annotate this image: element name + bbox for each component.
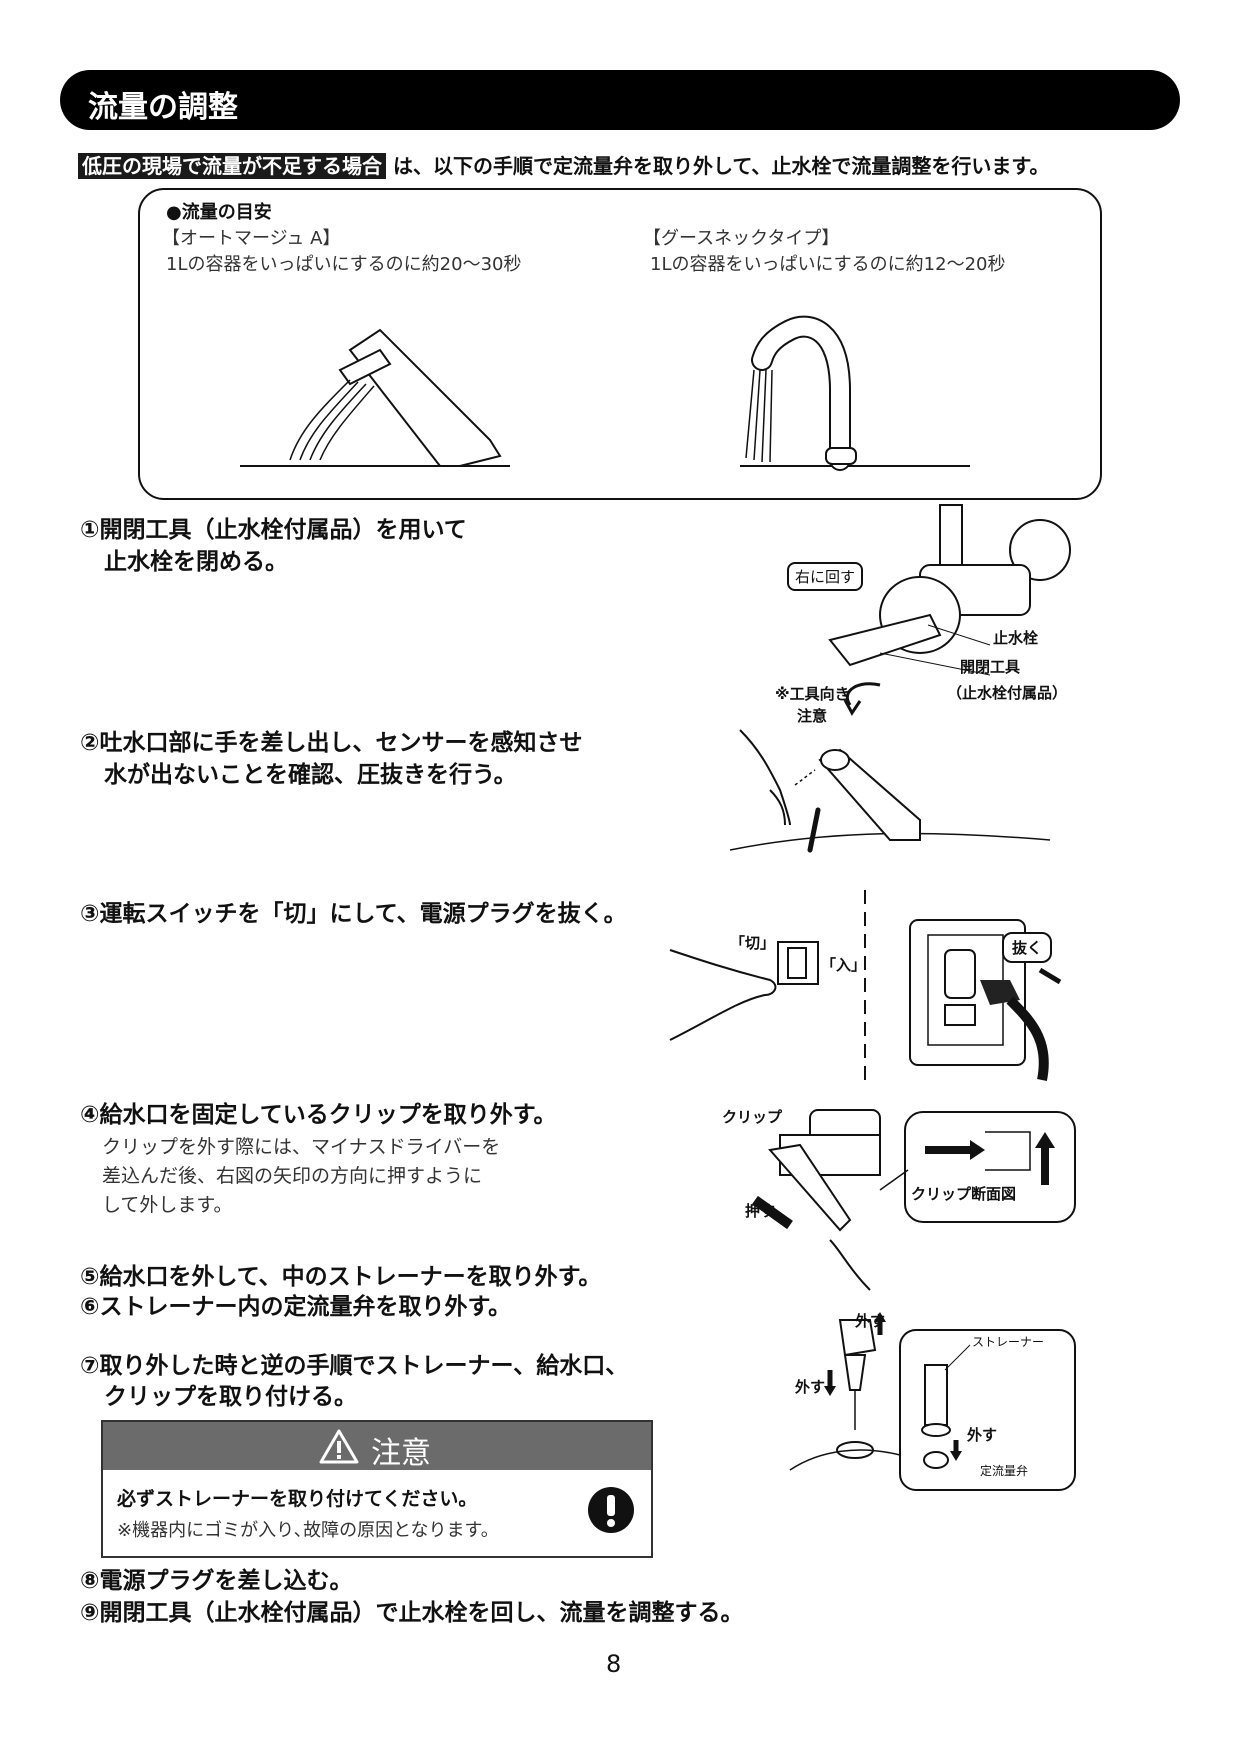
intro-highlight: 低圧の現場で流量が不足する場合 (78, 153, 386, 179)
label-push: 押す (745, 1202, 776, 1220)
step-4-note-3: して外します。 (102, 1194, 233, 1216)
label-flow-valve: 定流量弁 (980, 1464, 1029, 1478)
label-stop-valve: 止水栓 (993, 629, 1039, 647)
auto-faucet-illustration (240, 328, 510, 467)
flow-right-desc: 1Lの容器をいっぱいにするのに約12〜20秒 (650, 254, 1006, 275)
warning-triangle-icon (319, 1429, 359, 1464)
step-3: ③運転スイッチを「切」にして、電源プラグを抜く。 (80, 901, 627, 927)
label-turn-right: 右に回す (787, 562, 864, 591)
step-6: ⑥ストレーナー内の定流量弁を取り外す。 (80, 1294, 512, 1320)
label-strainer: ストレーナー (972, 1335, 1045, 1349)
sensor-hand-illustration (729, 729, 1051, 853)
step-4-note-2: 差込んだ後、右図の矢印の方向に押すように (102, 1165, 483, 1187)
caution-header: 注意 (103, 1422, 651, 1471)
intro-text: 低圧の現場で流量が不足する場合 は、以下の手順で定流量弁を取り外して、止水栓で流… (78, 150, 1049, 179)
exclamation-icon (588, 1487, 634, 1533)
page-number: 8 (606, 1650, 622, 1678)
switch-plug-illustration (669, 890, 1062, 1081)
label-direction-note-2: 注意 (797, 707, 828, 725)
label-tool: 開閉工具 (960, 658, 1021, 676)
flow-left-desc: 1Lの容器をいっぱいにするのに約20〜30秒 (166, 254, 522, 275)
flow-guide-box (138, 188, 1102, 500)
label-remove-3: 外す (967, 1426, 998, 1444)
strainer-removal-illustration (789, 1312, 1076, 1491)
label-clip: クリップ (722, 1108, 783, 1126)
section-header: 流量の調整 (60, 70, 1180, 130)
step-1-line-2: 止水栓を閉める。 (104, 549, 288, 575)
flow-left-type: 【オートマージュ A】 (162, 228, 341, 249)
caution-line-2: ※機器内にゴミが入り､故障の原因となります。 (117, 1520, 499, 1541)
caution-line-1: 必ずストレーナーを取り付けてください。 (117, 1488, 478, 1510)
step-9: ⑨開閉工具（止水栓付属品）で止水栓を回し、流量を調整する。 (80, 1600, 744, 1626)
step-2-line-2: 水が出ないことを確認、圧抜きを行う。 (104, 762, 517, 788)
caution-box: 注意 必ずストレーナーを取り付けてください。 ※機器内にゴミが入り､故障の原因と… (101, 1420, 653, 1558)
step-7-line-1: ⑦取り外した時と逆の手順でストレーナー、給水口、 (80, 1353, 629, 1379)
step-1-line-1: ①開閉工具（止水栓付属品）を用いて (80, 517, 467, 543)
label-switch-on: 「入」 (821, 956, 867, 974)
label-remove-2: 外す (795, 1378, 826, 1396)
stop-valve-illustration (828, 504, 1071, 716)
step-8: ⑧電源プラグを差し込む。 (80, 1568, 353, 1594)
label-switch-off: 「切」 (730, 934, 776, 952)
label-tool-note: （止水栓付属品） (947, 684, 1068, 702)
clip-removal-illustration (752, 1109, 1076, 1291)
label-direction-note-1: ※工具向き (775, 685, 850, 703)
caution-title: 注意 (371, 1436, 431, 1471)
step-4: ④給水口を固定しているクリップを取り外す。 (80, 1102, 557, 1128)
step-7-line-2: クリップを取り付ける。 (104, 1384, 357, 1410)
label-remove-1: 外す (855, 1312, 886, 1330)
step-2-line-1: ②吐水口部に手を差し出し、センサーを感知させ (80, 730, 583, 756)
flow-right-type: 【グースネックタイプ】 (643, 228, 840, 249)
section-title: 流量の調整 (88, 90, 238, 125)
step-4-note-1: クリップを外す際には、マイナスドライバーを (102, 1136, 501, 1158)
step-5: ⑤給水口を外して、中のストレーナーを取り外す。 (80, 1264, 602, 1290)
gooseneck-faucet-illustration (740, 315, 970, 471)
intro-body: は、以下の手順で定流量弁を取り外して、止水栓で流量調整を行います。 (392, 154, 1050, 178)
flow-guide-heading: ●流量の目安 (166, 202, 272, 223)
label-pull-plug: 抜く (1002, 932, 1053, 963)
label-clip-section: クリップ断面図 (911, 1185, 1017, 1203)
